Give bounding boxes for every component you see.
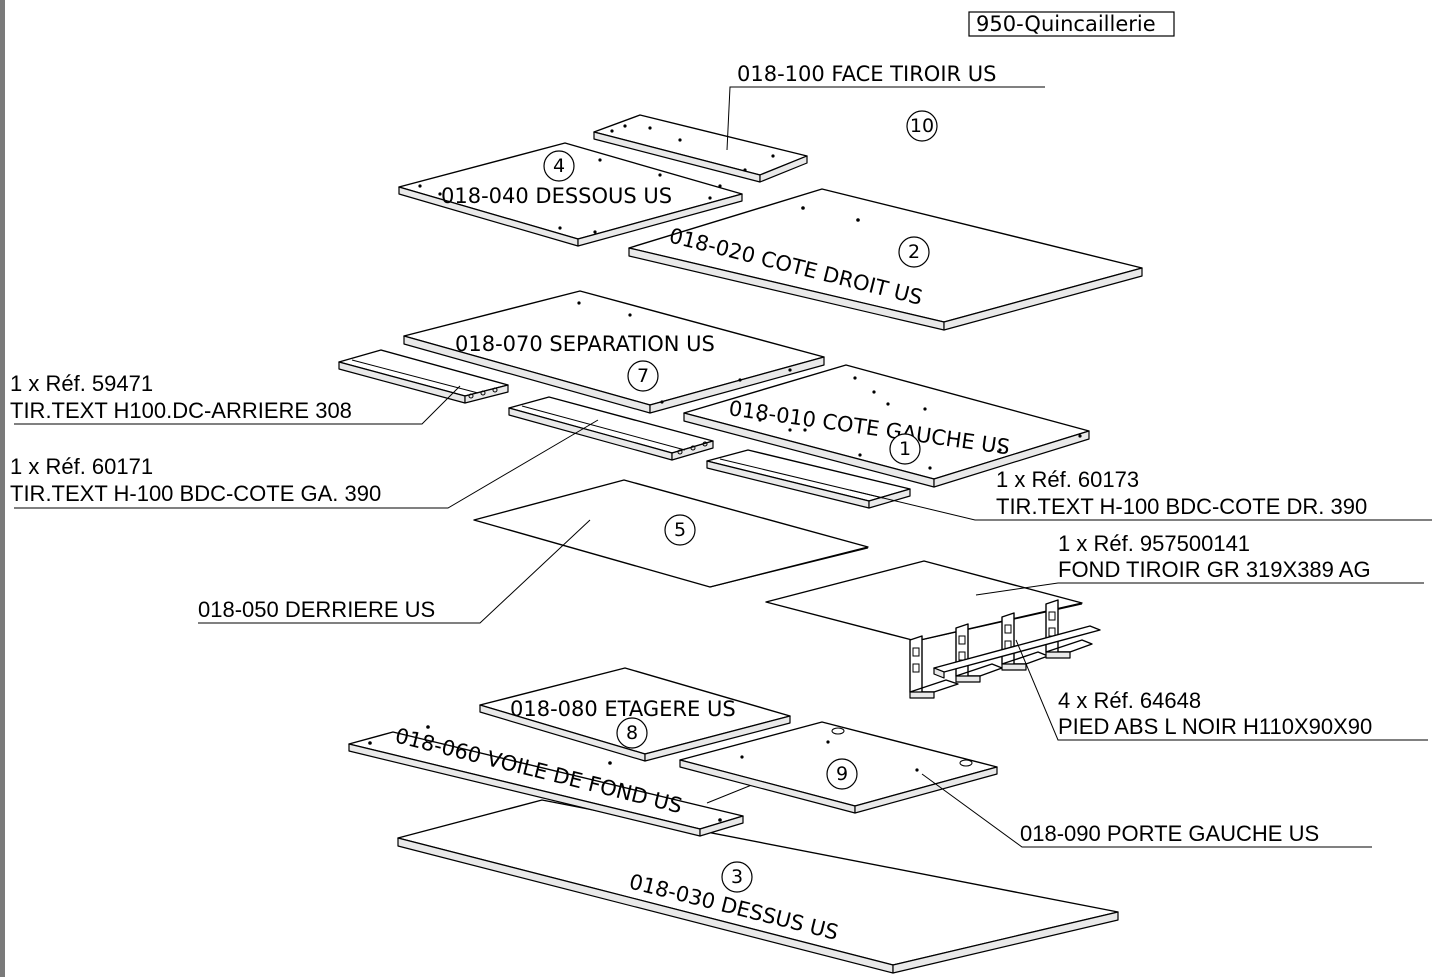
part-10-label: 018-100 FACE TIROIR US xyxy=(737,62,996,86)
part-1-cote-gauche: 018-010 COTE GAUCHE US 1 xyxy=(683,364,1090,488)
part-5-derriere: 018-050 DERRIERE US 5 xyxy=(198,479,869,624)
rail-cote-dr-60173: 1 x Réf. 60173 TIR.TEXT H-100 BDC-COTE D… xyxy=(706,449,1432,521)
part-10-face-tiroir: 018-100 FACE TIROIR US 10 xyxy=(593,62,1045,183)
left-border xyxy=(0,0,5,977)
part-3-dessus: 018-030 DESSUS US 3 xyxy=(397,799,1119,974)
part-1-number: 1 xyxy=(899,438,911,460)
part-8-label: 018-080 ETAGERE US xyxy=(510,697,736,721)
ref-957500141-qty: 1 x Réf. 957500141 xyxy=(1058,531,1250,556)
part-5-label: 018-050 DERRIERE US xyxy=(198,597,435,622)
hardware-box-label: 950-Quincaillerie xyxy=(976,12,1156,36)
part-7-number: 7 xyxy=(637,365,649,387)
ref-64648-qty: 4 x Réf. 64648 xyxy=(1058,688,1201,713)
ref-60173-desc: TIR.TEXT H-100 BDC-COTE DR. 390 xyxy=(996,494,1367,519)
ref-957500141-desc: FOND TIROIR GR 319X389 AG xyxy=(1058,557,1371,582)
ref-60173-qty: 1 x Réf. 60173 xyxy=(996,467,1139,492)
pieds-64648: 4 x Réf. 64648 PIED ABS L NOIR H110X90X9… xyxy=(909,599,1428,741)
ref-64648-desc: PIED ABS L NOIR H110X90X90 xyxy=(1058,714,1372,739)
part-3-number: 3 xyxy=(731,866,743,888)
ref-60171-desc: TIR.TEXT H-100 BDC-COTE GA. 390 xyxy=(10,481,381,506)
hardware-box: 950-Quincaillerie xyxy=(968,11,1175,37)
part-4-label: 018-040 DESSOUS US xyxy=(441,184,672,208)
part-5-number: 5 xyxy=(674,519,686,541)
part-9-label: 018-090 PORTE GAUCHE US xyxy=(1020,821,1319,846)
part-9-number: 9 xyxy=(836,763,848,785)
part-7-label: 018-070 SEPARATION US xyxy=(455,332,715,356)
part-2-number: 2 xyxy=(908,241,920,263)
part-10-number: 10 xyxy=(910,115,934,137)
part-8-number: 8 xyxy=(626,722,638,744)
part-4-dessous: 018-040 DESSOUS US 4 xyxy=(398,142,743,247)
part-4-number: 4 xyxy=(553,155,565,177)
rail-cote-ga-60171: 1 x Réf. 60171 TIR.TEXT H-100 BDC-COTE G… xyxy=(10,396,714,509)
part-7-separation: 018-070 SEPARATION US 7 xyxy=(403,290,825,414)
part-9-porte-gauche: 018-090 PORTE GAUCHE US 9 xyxy=(679,721,1372,848)
part-8-etagere: 018-080 ETAGERE US 8 xyxy=(479,667,791,762)
part-2-cote-droit: 018-020 COTE DROIT US 2 xyxy=(628,188,1143,331)
rail-arriere-59471: 1 x Réf. 59471 TIR.TEXT H100.DC-ARRIERE … xyxy=(10,349,509,425)
ref-59471-desc: TIR.TEXT H100.DC-ARRIERE 308 xyxy=(10,398,352,423)
ref-60171-qty: 1 x Réf. 60171 xyxy=(10,454,153,479)
ref-59471-qty: 1 x Réf. 59471 xyxy=(10,371,153,396)
